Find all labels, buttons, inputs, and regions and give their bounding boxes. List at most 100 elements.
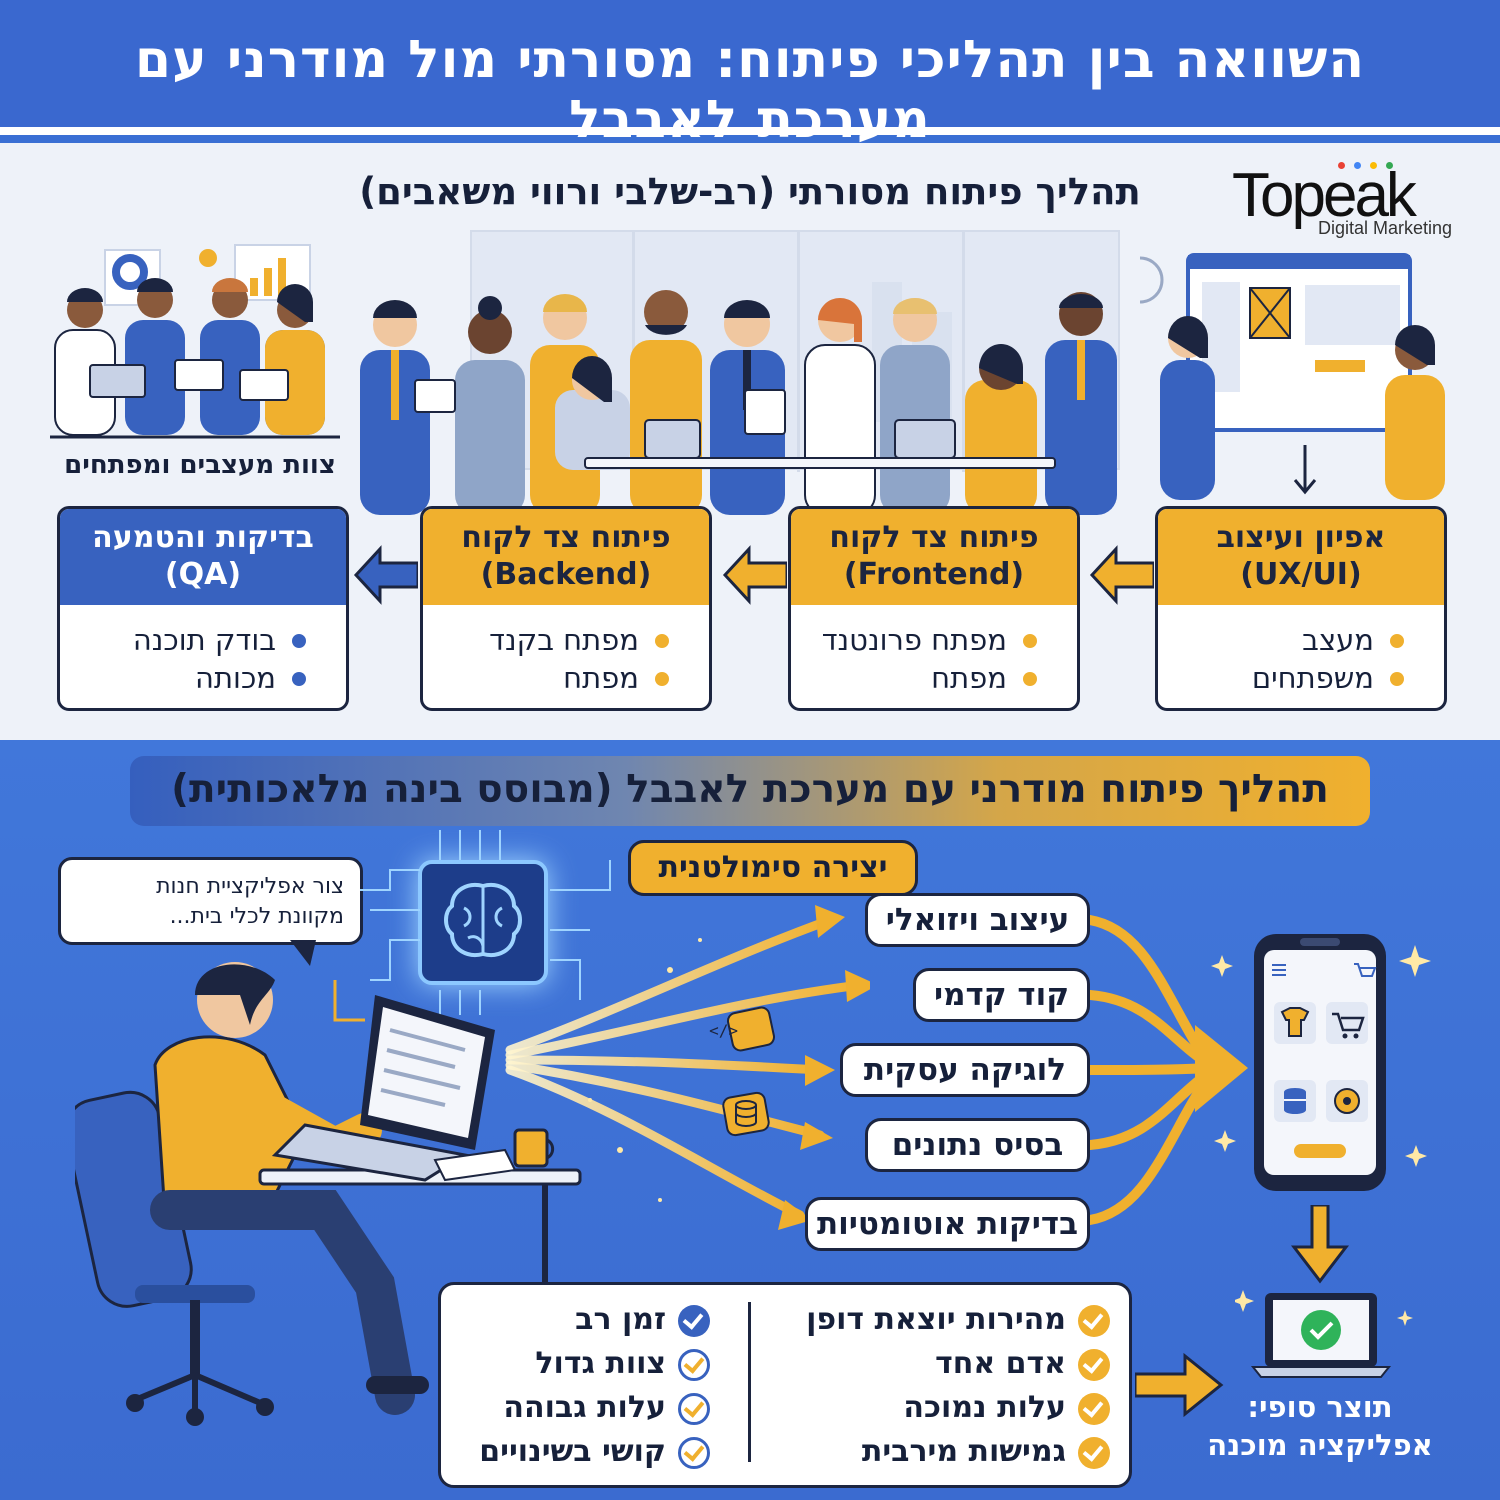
stage-roles: מפתח פרונטנד מפתח [822,621,1038,697]
role-item: מפתח פרונטנד [822,621,1038,659]
output-business-logic: לוגיקה עסקית [840,1043,1090,1097]
stage-arrow-icon [353,545,418,605]
down-arrow-icon [1290,1205,1350,1284]
role-item: מפתח בקנד [489,621,669,659]
logo-tagline: Digital Marketing [1318,218,1453,238]
chip-circuit-lines [333,830,611,1022]
role-item: משפתחים [1252,659,1405,697]
benefit-text: מהירות יוצאת דופן [806,1302,1066,1337]
logo-dot-yellow [1370,162,1377,169]
benefit-text: גמישות מירבית [861,1434,1066,1469]
role-item: בודק תוכנה [133,621,307,659]
stage-header: פיתוח צד לקוח (Frontend) [791,509,1077,605]
drawbacks-list: זמן רב צוות גדול עלות גבוהה קושי בשינויי… [455,1298,710,1474]
stage-header: אפיון ועיצוב (UX/UI) [1158,509,1444,605]
sparkles [1211,945,1431,1167]
tshirt-icon [1280,1007,1310,1037]
stage-arrow-icon [722,545,787,605]
result-arrow-icon [1135,1352,1224,1418]
stage-title: בדיקות והטמעה [92,520,314,555]
converging-arrows [1090,915,1248,1225]
stage-subtitle: (UX/UI) [1240,557,1362,592]
developers-crowd-illustration [360,290,1117,515]
topeak-logo: Topeak Digital Marketing [1232,160,1472,245]
drawback-item: זמן רב [455,1298,710,1342]
database-icon [1284,1088,1306,1114]
logo-dot-green [1386,162,1393,169]
menu-icon [1272,964,1286,976]
brain-chip-icon [444,883,522,957]
role-item: מפתח [822,659,1038,697]
comparison-box [438,1282,1132,1488]
comparison-divider [748,1302,751,1462]
ux-designers-illustration [1140,253,1445,500]
output-frontend-code: קוד קדמי [913,968,1090,1022]
logo-dot-blue [1354,162,1361,169]
stage-title: פיתוח צד לקוח [461,520,671,555]
stage-roles: מעצב משפתחים [1252,621,1405,697]
designers-team-illustration [50,244,340,439]
benefit-text: אדם אחד [935,1346,1066,1381]
stage-title: פיתוח צד לקוח [829,520,1039,555]
ai-chip [418,860,548,985]
smartphone-app-illustration [1254,934,1386,1191]
prompt-line: צור אפליקציית חנות [156,874,344,899]
traditional-title: תהליך פיתוח מסורתי (רב-שלבי ורווי משאבים… [359,170,1141,213]
benefits-list: מהירות יוצאת דופן אדם אחד עלות נמוכה גמי… [770,1298,1110,1474]
team-label: צוות מעצבים ומפתחים [64,450,336,480]
simultaneous-badge: יצירה סימולטנית [628,840,918,896]
gear-icon [1334,1088,1360,1114]
role-item: מעצב [1252,621,1405,659]
check-circle-icon [678,1304,710,1337]
stage-roles: בודק תוכנה מכותה [133,621,307,697]
stage-card-frontend: פיתוח צד לקוח (Frontend) מפתח פרונטנד מפ… [788,506,1080,711]
stage-title: אפיון ועיצוב [1216,520,1386,555]
modern-title: תהליך פיתוח מודרני עם מערכת לאבבל (מבוסס… [130,756,1370,826]
stage-roles: מפתח בקנד מפתח [489,621,669,697]
benefit-item: אדם אחד [770,1342,1110,1386]
check-circle-icon [678,1392,710,1425]
stage-card-qa: בדיקות והטמעה (QA) בודק תוכנה מכותה [57,506,349,711]
page-title: השוואה בין תהליכי פיתוח: מסורתי מול מודר… [134,30,1366,150]
final-label-line: אפליקציה מוכנה [1207,1428,1433,1462]
stage-subtitle: (QA) [164,557,242,592]
benefit-text: עלות נמוכה [903,1390,1066,1425]
role-item: מכותה [133,659,307,697]
logo-dot-red [1338,162,1345,169]
check-circle-icon [678,1436,710,1469]
prompt-line: מקוונת לכלי בית... [169,904,344,929]
cart-icon [1332,1012,1365,1032]
prompt-speech-bubble: צור אפליקציית חנות מקוונת לכלי בית... [58,857,363,945]
output-visual-design: עיצוב ויזואלי [865,893,1090,947]
developer-at-laptop-illustration [75,962,582,1426]
logo-wordmark: Topeak [1232,161,1417,230]
benefit-item: עלות נמוכה [770,1386,1110,1430]
benefit-item: מהירות יוצאת דופן [770,1298,1110,1342]
output-automated-tests: בדיקות אוטומטיות [805,1197,1090,1251]
check-circle-icon [1078,1392,1110,1425]
bubble-tail [290,940,316,966]
check-circle-icon [678,1348,710,1381]
final-laptop-illustration [1235,1290,1413,1378]
code-tag-icon: </> [709,1006,776,1052]
benefit-item: גמישות מירבית [770,1430,1110,1474]
final-label-line: תוצר סופי: [1247,1390,1393,1424]
drawback-text: קושי בשינויים [479,1434,666,1469]
drawback-text: עלות גבוהה [503,1390,666,1425]
check-circle-icon [1301,1310,1341,1350]
check-circle-icon [1078,1436,1110,1469]
drawback-item: קושי בשינויים [455,1430,710,1474]
stage-subtitle: (Backend) [480,557,652,592]
drawback-item: עלות גבוהה [455,1386,710,1430]
check-circle-icon [1078,1348,1110,1381]
drawback-text: זמן רב [575,1302,666,1337]
database-icon [722,1091,770,1137]
generation-rays: </> [505,905,870,1230]
drawback-item: צוות גדול [455,1342,710,1386]
stage-header: בדיקות והטמעה (QA) [60,509,346,605]
role-item: מפתח [489,659,669,697]
stage-arrow-icon [1089,545,1154,605]
check-circle-icon [1078,1304,1110,1337]
svg-text:</>: </> [709,1021,738,1040]
stage-card-backend: פיתוח צד לקוח (Backend) מפתח בקנד מפתח [420,506,712,711]
